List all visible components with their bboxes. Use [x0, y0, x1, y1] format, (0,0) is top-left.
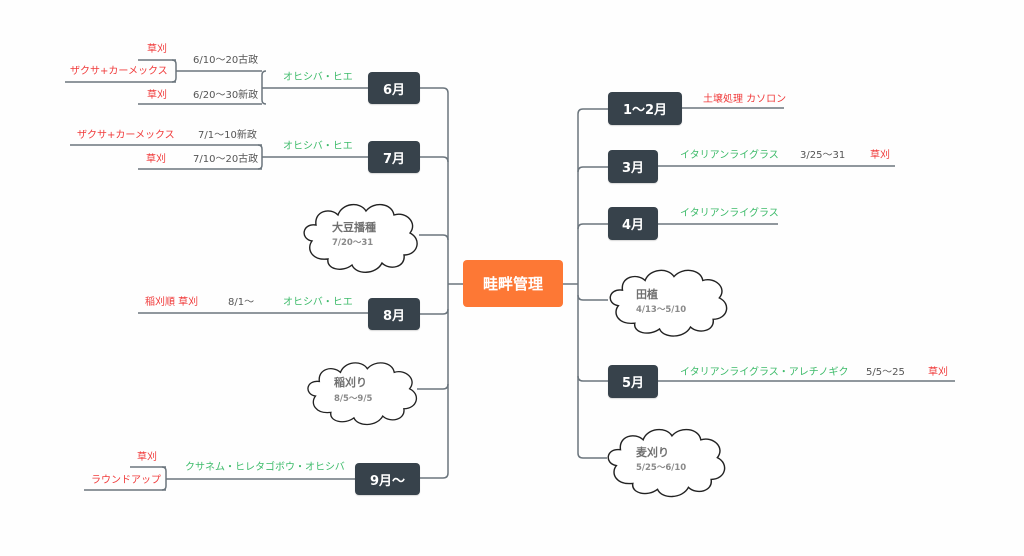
connector-may: [577, 375, 608, 382]
cloud-rice-harvest-title: 稲刈り: [334, 376, 367, 389]
month-node-april[interactable]: 4月: [608, 207, 658, 240]
month-node-july[interactable]: 7月: [368, 141, 420, 173]
left-spine: [420, 87, 449, 479]
janfeb-treatment[interactable]: 土壌処理 カソロン: [703, 94, 787, 105]
connector-rice-harvest: [417, 383, 449, 390]
month-node-june[interactable]: 6月: [368, 72, 420, 104]
central-topic[interactable]: 畦畔管理: [463, 260, 563, 307]
month-node-may[interactable]: 5月: [608, 365, 658, 398]
cloud-rice-harvest-dates: 8/5〜9/5: [334, 394, 373, 404]
march-dates[interactable]: 3/25〜31: [800, 150, 846, 161]
june-period2-action1[interactable]: 草刈: [147, 90, 167, 101]
connector-march: [577, 166, 608, 173]
june-period1-bracket: [171, 59, 177, 83]
connector-april: [577, 223, 608, 230]
month-label: 5月: [621, 376, 645, 391]
cloud-wheat-harvest-title: 麦刈り: [636, 446, 669, 459]
month-label: 4月: [621, 218, 645, 233]
cloud-rice-planting-dates: 4/13〜5/10: [636, 305, 687, 315]
september-action2[interactable]: ラウンドアップ: [91, 475, 161, 486]
month-label: 8月: [382, 308, 406, 324]
month-label: 1〜2月: [622, 103, 668, 118]
july-period2-action1[interactable]: 草刈: [146, 154, 166, 165]
september-bracket: [161, 466, 167, 491]
july-period2-dates[interactable]: 7/10〜20古政: [193, 154, 259, 165]
month-node-august[interactable]: 8月: [368, 298, 420, 330]
may-dates[interactable]: 5/5〜25: [866, 367, 905, 378]
march-action[interactable]: 草刈: [870, 150, 890, 161]
central-topic-label: 畦畔管理: [482, 275, 543, 293]
month-node-march[interactable]: 3月: [608, 150, 658, 183]
june-period1-action1[interactable]: 草刈: [147, 44, 167, 55]
cloud-wheat-harvest-dates: 5/25〜6/10: [636, 463, 687, 473]
august-action[interactable]: 稲刈順 草刈: [145, 297, 199, 308]
june-period1-dates[interactable]: 6/10〜20古政: [193, 55, 259, 66]
may-action[interactable]: 草刈: [928, 367, 948, 378]
month-label: 9月〜: [369, 473, 406, 489]
month-label: 6月: [382, 82, 406, 98]
june-bracket: [261, 70, 267, 105]
month-node-september[interactable]: 9月〜: [355, 463, 420, 495]
july-bracket: [257, 144, 263, 170]
august-weeds[interactable]: オヒシバ・ヒエ: [283, 297, 353, 308]
month-node-jan-feb[interactable]: 1〜2月: [608, 92, 682, 125]
connector-rice-planting: [577, 294, 608, 301]
connector-july: [420, 156, 449, 163]
june-weeds[interactable]: オヒシバ・ヒエ: [283, 72, 353, 83]
connector-august: [420, 308, 449, 315]
cloud-soybean-title: 大豆播種: [332, 221, 376, 234]
july-period1-dates[interactable]: 7/1〜10新政: [198, 130, 257, 141]
june-period1-action2[interactable]: ザクサ+カーメックス: [70, 66, 168, 77]
march-weeds[interactable]: イタリアンライグラス: [680, 150, 779, 161]
cloud-soybean-dates: 7/20〜31: [332, 238, 374, 248]
cloud-rice-planting-title: 田植: [636, 288, 658, 301]
august-dates[interactable]: 8/1〜: [228, 297, 255, 308]
july-period1-action1[interactable]: ザクサ+カーメックス: [77, 130, 175, 141]
month-label: 3月: [621, 161, 645, 176]
september-action1[interactable]: 草刈: [137, 452, 157, 463]
may-weeds[interactable]: イタリアンライグラス・アレチノギク: [680, 367, 849, 378]
month-label: 7月: [382, 151, 406, 167]
july-weeds[interactable]: オヒシバ・ヒエ: [283, 141, 353, 152]
right-spine: [577, 108, 608, 459]
september-weeds[interactable]: クサネム・ヒレタゴボウ・オヒシバ: [185, 462, 345, 473]
connector-soybean: [419, 234, 449, 241]
april-weeds[interactable]: イタリアンライグラス: [680, 208, 779, 219]
june-period2-dates[interactable]: 6/20〜30新政: [193, 90, 259, 101]
